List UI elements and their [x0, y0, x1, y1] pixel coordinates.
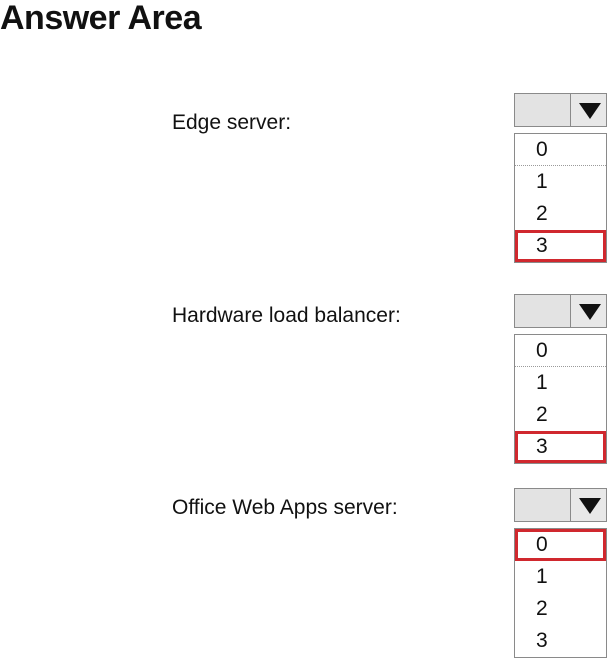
edge-server-dropdown[interactable]: 0 1 2 3 [514, 93, 607, 263]
dropdown-option-selected[interactable]: 3 [515, 230, 606, 262]
dropdown-toggle-button[interactable] [570, 93, 607, 127]
dropdown-header[interactable] [514, 93, 607, 127]
dropdown-option[interactable]: 1 [536, 371, 548, 394]
dropdown-option[interactable]: 1 [536, 565, 548, 588]
dropdown-option-selected[interactable]: 3 [515, 431, 606, 463]
edge-server-label: Edge server: [172, 111, 292, 134]
dropdown-option[interactable]: 0 [515, 134, 606, 166]
dropdown-option[interactable]: 2 [536, 597, 548, 620]
dropdown-option[interactable]: 0 [515, 335, 606, 367]
dropdown-option[interactable]: 1 [536, 170, 548, 193]
dropdown-options: 0 1 2 3 [514, 528, 607, 658]
office-web-apps-server-dropdown[interactable]: 0 1 2 3 [514, 488, 607, 658]
triangle-down-icon [579, 304, 601, 320]
dropdown-option[interactable]: 2 [536, 403, 548, 426]
answer-area-title: Answer Area [0, 0, 202, 37]
triangle-down-icon [579, 103, 601, 119]
triangle-down-icon [579, 498, 601, 514]
dropdown-options: 0 1 2 3 [514, 133, 607, 263]
dropdown-header[interactable] [514, 488, 607, 522]
dropdown-header[interactable] [514, 294, 607, 328]
hardware-load-balancer-label: Hardware load balancer: [172, 304, 401, 327]
dropdown-option-selected[interactable]: 0 [515, 529, 606, 561]
hardware-load-balancer-dropdown[interactable]: 0 1 2 3 [514, 294, 607, 464]
dropdown-toggle-button[interactable] [570, 294, 607, 328]
dropdown-options: 0 1 2 3 [514, 334, 607, 464]
dropdown-option[interactable]: 3 [536, 629, 548, 652]
dropdown-option[interactable]: 2 [536, 202, 548, 225]
dropdown-toggle-button[interactable] [570, 488, 607, 522]
office-web-apps-server-label: Office Web Apps server: [172, 496, 398, 519]
